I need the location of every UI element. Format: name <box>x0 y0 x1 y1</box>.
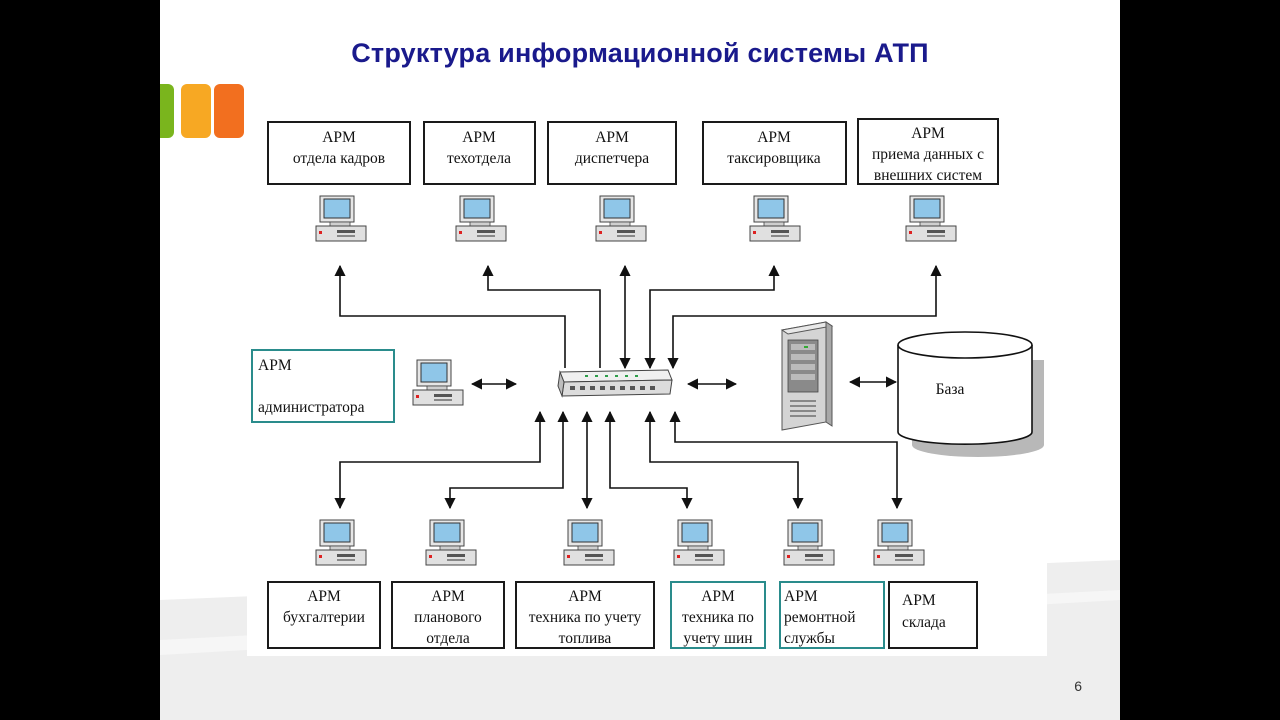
network-switch-icon <box>557 369 673 398</box>
workstation-label: топлива <box>559 630 612 647</box>
workstation-label: АРМ <box>307 588 341 605</box>
workstation-label: администратора <box>258 399 365 416</box>
workstation-label: ремонтной <box>784 609 856 626</box>
workstation-label: службы <box>784 630 836 647</box>
workstation-box-tires: АРМ техника по учету шин <box>670 581 766 649</box>
workstation-label: отдела кадров <box>293 150 385 167</box>
database-label: База <box>936 381 965 398</box>
workstation-box-external-data: АРМ приема данных с внешних систем <box>857 118 999 185</box>
workstation-label: учету шин <box>683 630 752 647</box>
workstation-label: АРМ <box>595 129 629 146</box>
workstation-box-hr: АРМ отдела кадров <box>267 121 411 185</box>
connector-planning <box>444 410 569 510</box>
workstation-label: планового <box>414 609 482 626</box>
workstation-box-fuel: АРМ техника по учету топлива <box>515 581 655 649</box>
slide-title: Структура информационной системы АТП <box>351 38 929 68</box>
workstation-label: АРМ <box>911 125 945 142</box>
page-number: 6 <box>1074 678 1082 694</box>
workstation-label: АРМ <box>322 129 356 146</box>
slide: Структура информационной системы АТП АРМ… <box>160 0 1120 720</box>
workstation-box-dispatcher: АРМ диспетчера <box>547 121 677 185</box>
workstation-label: техника по <box>682 609 754 626</box>
workstation-label: склада <box>902 614 946 631</box>
workstation-label: АРМ <box>701 588 735 605</box>
workstation-label: АРМ <box>757 129 791 146</box>
connector-hr <box>334 264 566 368</box>
database-icon: База <box>897 331 1044 457</box>
decor-green-bar <box>160 84 174 138</box>
workstation-label: отдела <box>426 630 470 647</box>
workstation-label: техника по учету <box>529 609 642 626</box>
workstation-box-accounting: АРМ бухгалтерии <box>267 581 381 649</box>
workstation-label: АРМ <box>258 357 292 374</box>
workstation-box-planning: АРМ планового отдела <box>391 581 505 649</box>
workstation-label: АРМ <box>902 592 936 609</box>
workstation-label: АРМ <box>568 588 602 605</box>
connector-warehouse <box>669 410 903 510</box>
workstation-label: таксировщика <box>727 150 821 167</box>
workstation-box-repair: АРМ ремонтной службы <box>779 581 885 649</box>
workstation-label: приема данных с <box>872 146 984 163</box>
workstation-box-tech-dept: АРМ техотдела <box>423 121 536 185</box>
workstation-label: техотдела <box>447 150 511 167</box>
workstation-box-taxer: АРМ таксировщика <box>702 121 847 185</box>
workstation-label: АРМ <box>784 588 818 605</box>
workstation-label: бухгалтерии <box>283 609 365 626</box>
workstation-label: диспетчера <box>575 150 649 167</box>
workstation-box-admin: АРМ администратора <box>251 349 395 423</box>
decor-yellow-bar <box>181 84 211 138</box>
connector-tech-dept <box>482 264 601 368</box>
decor-orange-bar <box>214 84 244 138</box>
connector-external <box>667 264 942 370</box>
system-structure-diagram: АРМ отдела кадров АРМ техотдела АРМ дисп… <box>247 82 1047 656</box>
workstation-label: АРМ <box>431 588 465 605</box>
server-icon <box>780 321 834 431</box>
workstation-label: АРМ <box>462 129 496 146</box>
workstation-label: внешних систем <box>874 167 982 184</box>
workstation-box-warehouse: АРМ склада <box>888 581 978 649</box>
